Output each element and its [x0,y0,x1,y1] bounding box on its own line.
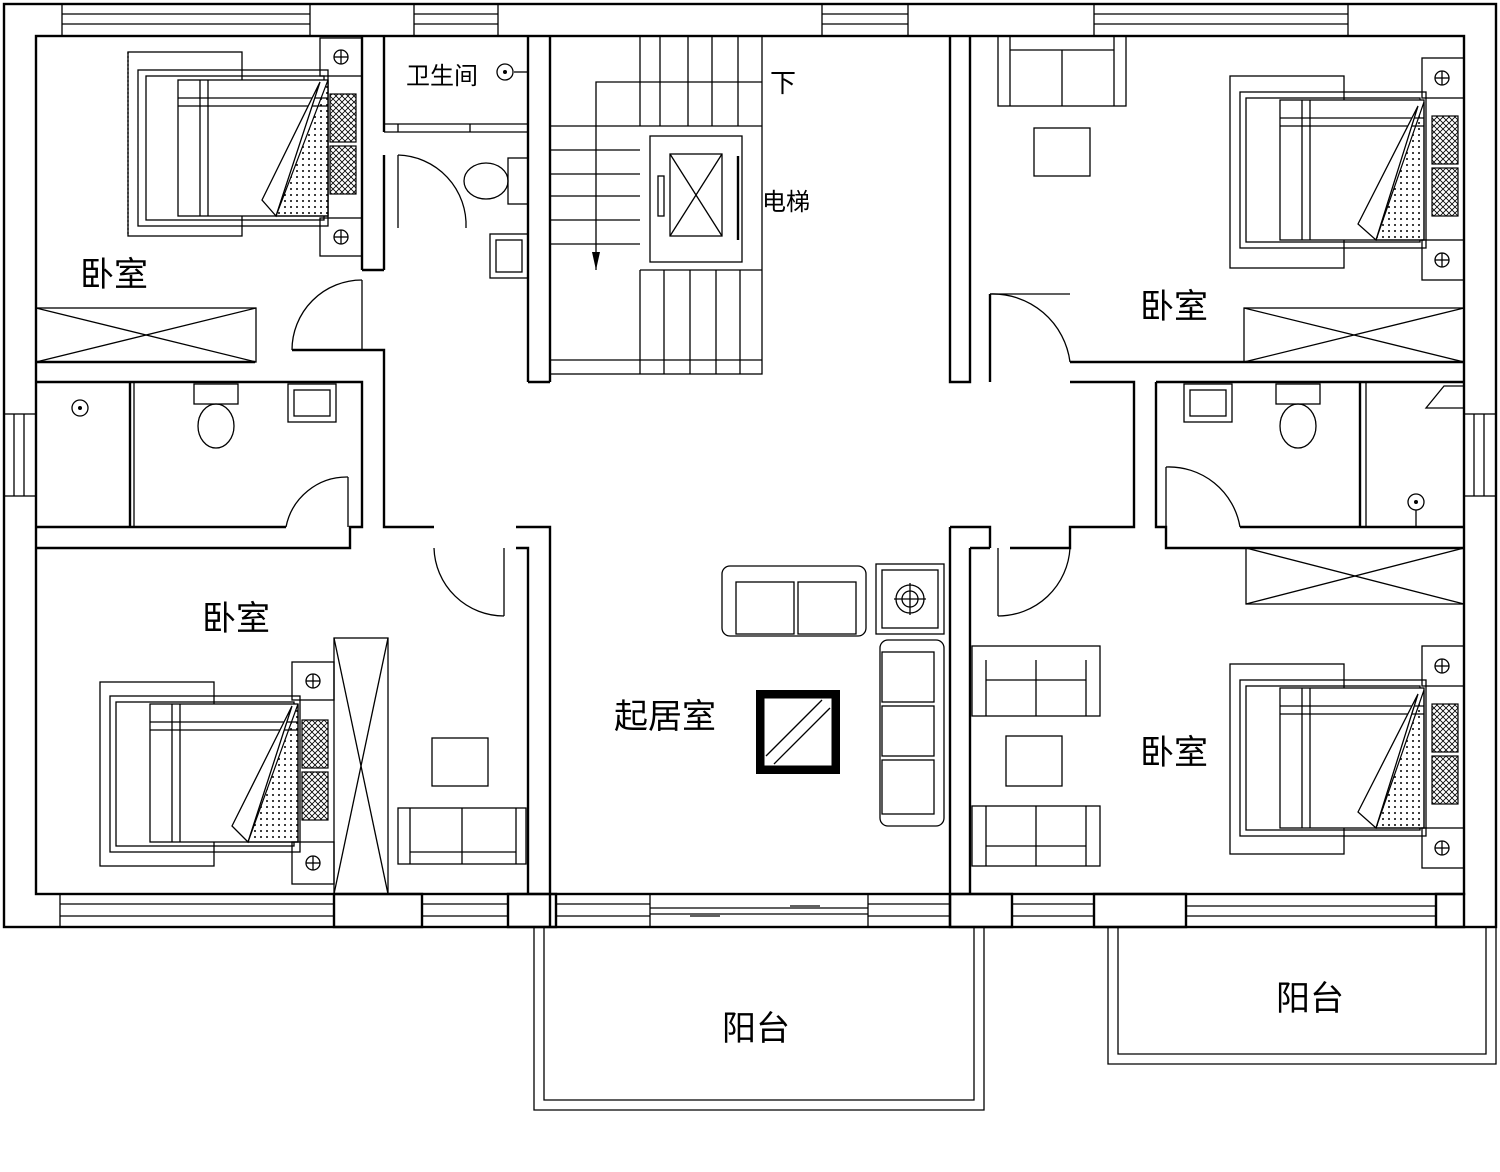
bathroom-left [71,382,337,527]
label-bathroom: 卫生间 [406,62,478,90]
bed-bottom-left [99,661,335,885]
wardrobe-top-left [35,307,257,363]
elevator-car [649,135,743,263]
label-bedroom-bottom-left: 卧室 [202,599,270,639]
label-balcony-right: 阳台 [1276,979,1344,1019]
sink-top [489,233,529,279]
bed-top-left [127,37,363,257]
sink-left [287,383,337,423]
toilet-top [463,157,529,205]
door-swings [285,154,1241,617]
side-table-lamp [875,563,945,635]
living-room-furniture [721,563,945,827]
coffee-table [756,690,840,774]
label-elevator: 电梯 [762,188,810,216]
bathroom-top [384,63,529,279]
label-living-room: 起居室 [614,697,716,737]
room-labels: 卧室 卫生间 下 电梯 卧室 卧室 起居室 卧室 阳台 阳台 [80,62,1344,1049]
label-stair-down: 下 [770,69,796,99]
label-bedroom-bottom-right: 卧室 [1140,733,1208,773]
label-bedroom-top-left: 卧室 [80,255,148,295]
desk-bottom-left [397,737,527,865]
balcony-left [533,927,985,1111]
toilet-left [193,383,239,449]
label-bedroom-top-right: 卧室 [1140,287,1208,327]
wardrobe-top-right [1243,307,1465,363]
sofa-top [721,565,867,637]
sofa-top-right [997,35,1127,177]
sofa-right [879,639,945,827]
label-balcony-left: 阳台 [722,1009,790,1049]
wardrobe-bottom-left [333,637,389,895]
bed-top-right [1229,57,1465,281]
bed-bottom-right [1229,645,1465,869]
bathroom-right [1183,382,1465,527]
sofas-bottom-right [971,645,1101,867]
wardrobe-bottom-right [1245,547,1465,605]
balcony-right [1107,927,1497,1065]
stairwell [549,35,763,375]
